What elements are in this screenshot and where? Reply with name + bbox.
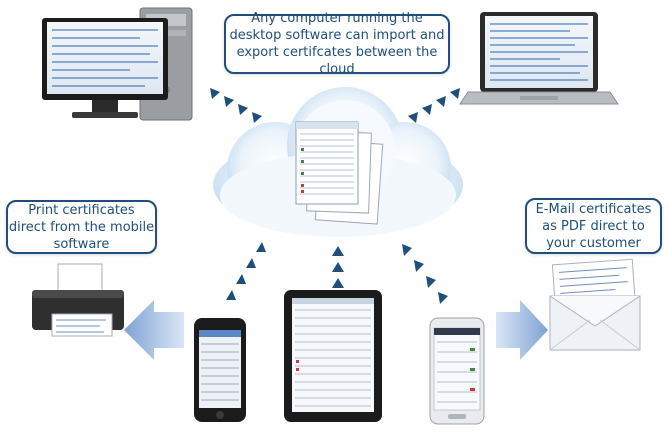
- print-arrow-icon: [124, 300, 184, 360]
- ipad-sync-arrow-icon: [332, 246, 344, 288]
- email-callout: E-Mail certificates as PDF direct to you…: [525, 198, 662, 254]
- print-callout: Print certificates direct from the mobil…: [6, 200, 157, 254]
- email-arrow-icon: [496, 300, 548, 360]
- laptop-icon: [459, 12, 619, 105]
- laptop-sync-arrow-icon: [408, 88, 460, 123]
- cloud-sync-callout: Any computer running the desktop softwar…: [224, 11, 450, 77]
- email-callout-text: E-Mail certificates as PDF direct to you…: [535, 201, 652, 251]
- desktop-computer-icon: [42, 7, 193, 121]
- envelope-icon: [549, 258, 641, 351]
- certificate-documents-icon: [295, 121, 384, 225]
- cloud-sync-callout-text: Any computer running the desktop softwar…: [229, 11, 445, 77]
- sync-arrows: [210, 88, 460, 304]
- desktop-sync-arrow-icon: [210, 88, 262, 123]
- iphone-sync-arrow-icon: [226, 242, 266, 300]
- print-callout-text: Print certificates direct from the mobil…: [8, 202, 155, 252]
- iphone-icon: [194, 318, 246, 422]
- android-phone-icon: [429, 317, 485, 425]
- printer-icon: [32, 263, 124, 337]
- android-sync-arrow-icon: [402, 244, 448, 304]
- ipad-icon: [284, 290, 382, 422]
